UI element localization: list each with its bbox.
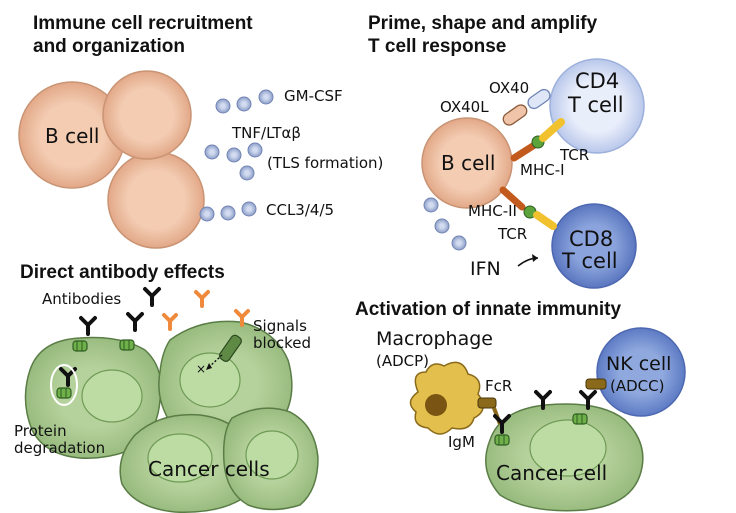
ox40-label: OX40	[489, 79, 530, 97]
nk-fcr-complex	[572, 378, 607, 425]
antibody-title: Direct antibody effects	[20, 262, 225, 283]
receptor-icon	[494, 434, 510, 446]
receptor-bar	[218, 334, 242, 362]
cancer-cells-label: Cancer cells	[148, 457, 270, 481]
mhc1-label: MHC-I	[520, 161, 565, 179]
chemokine-dot	[236, 96, 252, 112]
antibodies-label: Antibodies	[42, 290, 122, 308]
gm-csf-label: GM-CSF	[284, 87, 343, 105]
antibody-icon	[79, 316, 97, 336]
cd8-t-cell	[551, 203, 637, 289]
chemokine-dot	[241, 201, 257, 217]
receptor-icon	[56, 387, 72, 399]
blocked-arrow	[207, 354, 223, 369]
tls-label: (TLS formation)	[267, 154, 384, 172]
mhc2-bar	[499, 186, 526, 211]
b-cell-label: B cell	[45, 124, 100, 148]
ifn-dot	[434, 218, 450, 234]
fcr-receptor	[477, 397, 497, 409]
ox40l-label: OX40L	[440, 98, 489, 116]
ifn-dot	[423, 197, 439, 213]
nucleus	[81, 369, 143, 423]
blocked-signal-receptor: ×	[196, 334, 242, 376]
b-cell-bottom	[107, 151, 205, 249]
antibody-icon	[143, 287, 161, 307]
chemokine-dot	[247, 142, 263, 158]
cd4-t-cell	[549, 58, 645, 154]
ifn-label: IFN	[470, 258, 501, 280]
igm-label: IgM	[448, 433, 475, 451]
adcp-label: (ADCP)	[376, 352, 430, 370]
b-cell-cluster	[18, 70, 205, 249]
chemokine-dot	[239, 165, 255, 181]
chemokine-dot	[258, 89, 274, 105]
nucleus	[147, 433, 213, 483]
nk-label-line2: (ADCC)	[610, 377, 665, 395]
fcr-label: FcR	[485, 377, 513, 395]
chemokine-dot	[226, 147, 242, 163]
prime-title-line2: T cell response	[368, 36, 507, 57]
nk-label-line1: NK cell	[606, 353, 672, 375]
nk-fcr-receptor	[585, 378, 607, 390]
blocked-arrowhead	[206, 363, 212, 370]
chemokine-dots	[199, 89, 274, 222]
tcr-mhc1-complex	[510, 118, 565, 162]
nucleus	[529, 419, 607, 477]
b-cell-presenting	[421, 117, 513, 209]
cd4-label-line2: T cell	[568, 93, 624, 117]
chemokine-dot	[199, 206, 215, 222]
protein-degradation-highlight	[50, 364, 78, 406]
cd8-label-line1: CD8	[569, 227, 614, 251]
mhc2-label: MHC-II	[468, 202, 517, 220]
tcr-top-label: TCR	[560, 146, 590, 164]
nucleus	[245, 430, 299, 480]
cd4-label-line1: CD4	[575, 69, 620, 93]
chemokine-dot	[204, 144, 220, 160]
tcr-bottom-label: TCR	[498, 225, 528, 243]
signals-label-line2: blocked	[253, 334, 312, 352]
recruitment-title-line2: and organization	[33, 36, 185, 57]
receptor-icon	[119, 339, 135, 351]
mhc1-bar	[510, 140, 540, 162]
macrophage-label: Macrophage	[376, 328, 493, 350]
ox40-ox40l-pair	[502, 88, 551, 126]
macrophage	[409, 361, 484, 435]
chemokine-dot	[215, 98, 231, 114]
antibody-icon	[126, 312, 144, 332]
ifn-arrowhead	[532, 254, 538, 262]
ifn-dots	[423, 197, 467, 251]
tnf-label: TNF/LTαβ	[232, 124, 301, 142]
tcr-mhc2-complex	[499, 186, 557, 230]
block-x-icon: ×	[196, 362, 206, 376]
protein-label-line1: Protein	[14, 422, 67, 440]
recruitment-title-line1: Immune cell recruitment	[33, 13, 253, 34]
innate-title: Activation of innate immunity	[355, 299, 622, 320]
fcr-complex	[477, 397, 511, 446]
ccl-label: CCL3/4/5	[266, 201, 335, 219]
chemokine-dot	[220, 205, 236, 221]
receptor-icon	[72, 340, 88, 352]
nucleus	[179, 352, 241, 408]
tcr-bar-top	[539, 118, 565, 142]
b-cell-prime-label: B cell	[441, 151, 496, 175]
ifn-dot	[451, 235, 467, 251]
b-cell-top	[102, 70, 192, 160]
prime-title-line1: Prime, shape and amplify	[368, 13, 598, 34]
cd8-label-line2: T cell	[562, 249, 618, 273]
signals-label-line1: Signals	[253, 317, 307, 335]
cancer-cell-label: Cancer cell	[496, 461, 608, 485]
antibody-icon	[162, 313, 178, 331]
antibody-icon	[194, 290, 210, 308]
cancer-cell-group-left	[24, 320, 319, 513]
ox40l-ligand	[502, 104, 528, 126]
receptor-icon	[572, 413, 588, 425]
tcr-bar-bottom	[533, 211, 557, 230]
ox40-receptor	[527, 88, 551, 110]
protein-label-line2: degradation	[14, 439, 106, 457]
macrophage-nucleus	[425, 394, 447, 416]
nk-cell	[596, 327, 686, 417]
